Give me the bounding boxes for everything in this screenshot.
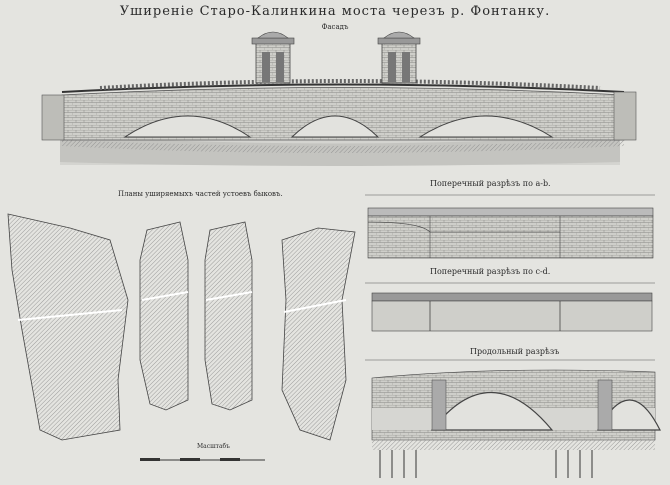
scale-label: Масштабъ [197, 443, 230, 450]
plan-left-abutment [7, 213, 129, 441]
parapet [61, 83, 625, 93]
plan-right-abutment [281, 227, 356, 441]
plan-pier-1 [139, 221, 189, 411]
tower-right [377, 31, 421, 84]
section-ab-label: Поперечный разрѣзъ по a-b. [430, 179, 551, 188]
scale-bar [140, 458, 265, 461]
tower-left [251, 31, 295, 84]
section-cd-label: Поперечный разрѣзъ по c-d. [430, 267, 551, 276]
section-long-label: Продольный разрѣзъ [470, 347, 560, 356]
pier-plans [7, 213, 356, 441]
plans-label: Планы уширяемыхъ частей устоевъ быковъ. [118, 190, 283, 198]
drawing-title: Уширеніе Старо-Калинкина моста черезъ р.… [119, 4, 551, 19]
section-longitudinal [365, 359, 661, 478]
section-ab [365, 194, 655, 259]
facade-elevation [41, 31, 637, 166]
section-cd [365, 282, 655, 332]
arch-left [123, 115, 252, 138]
facade-label: Фасадъ [321, 23, 349, 31]
arch-center [290, 115, 380, 138]
arch-right [418, 115, 554, 138]
plan-pier-2 [204, 221, 253, 411]
